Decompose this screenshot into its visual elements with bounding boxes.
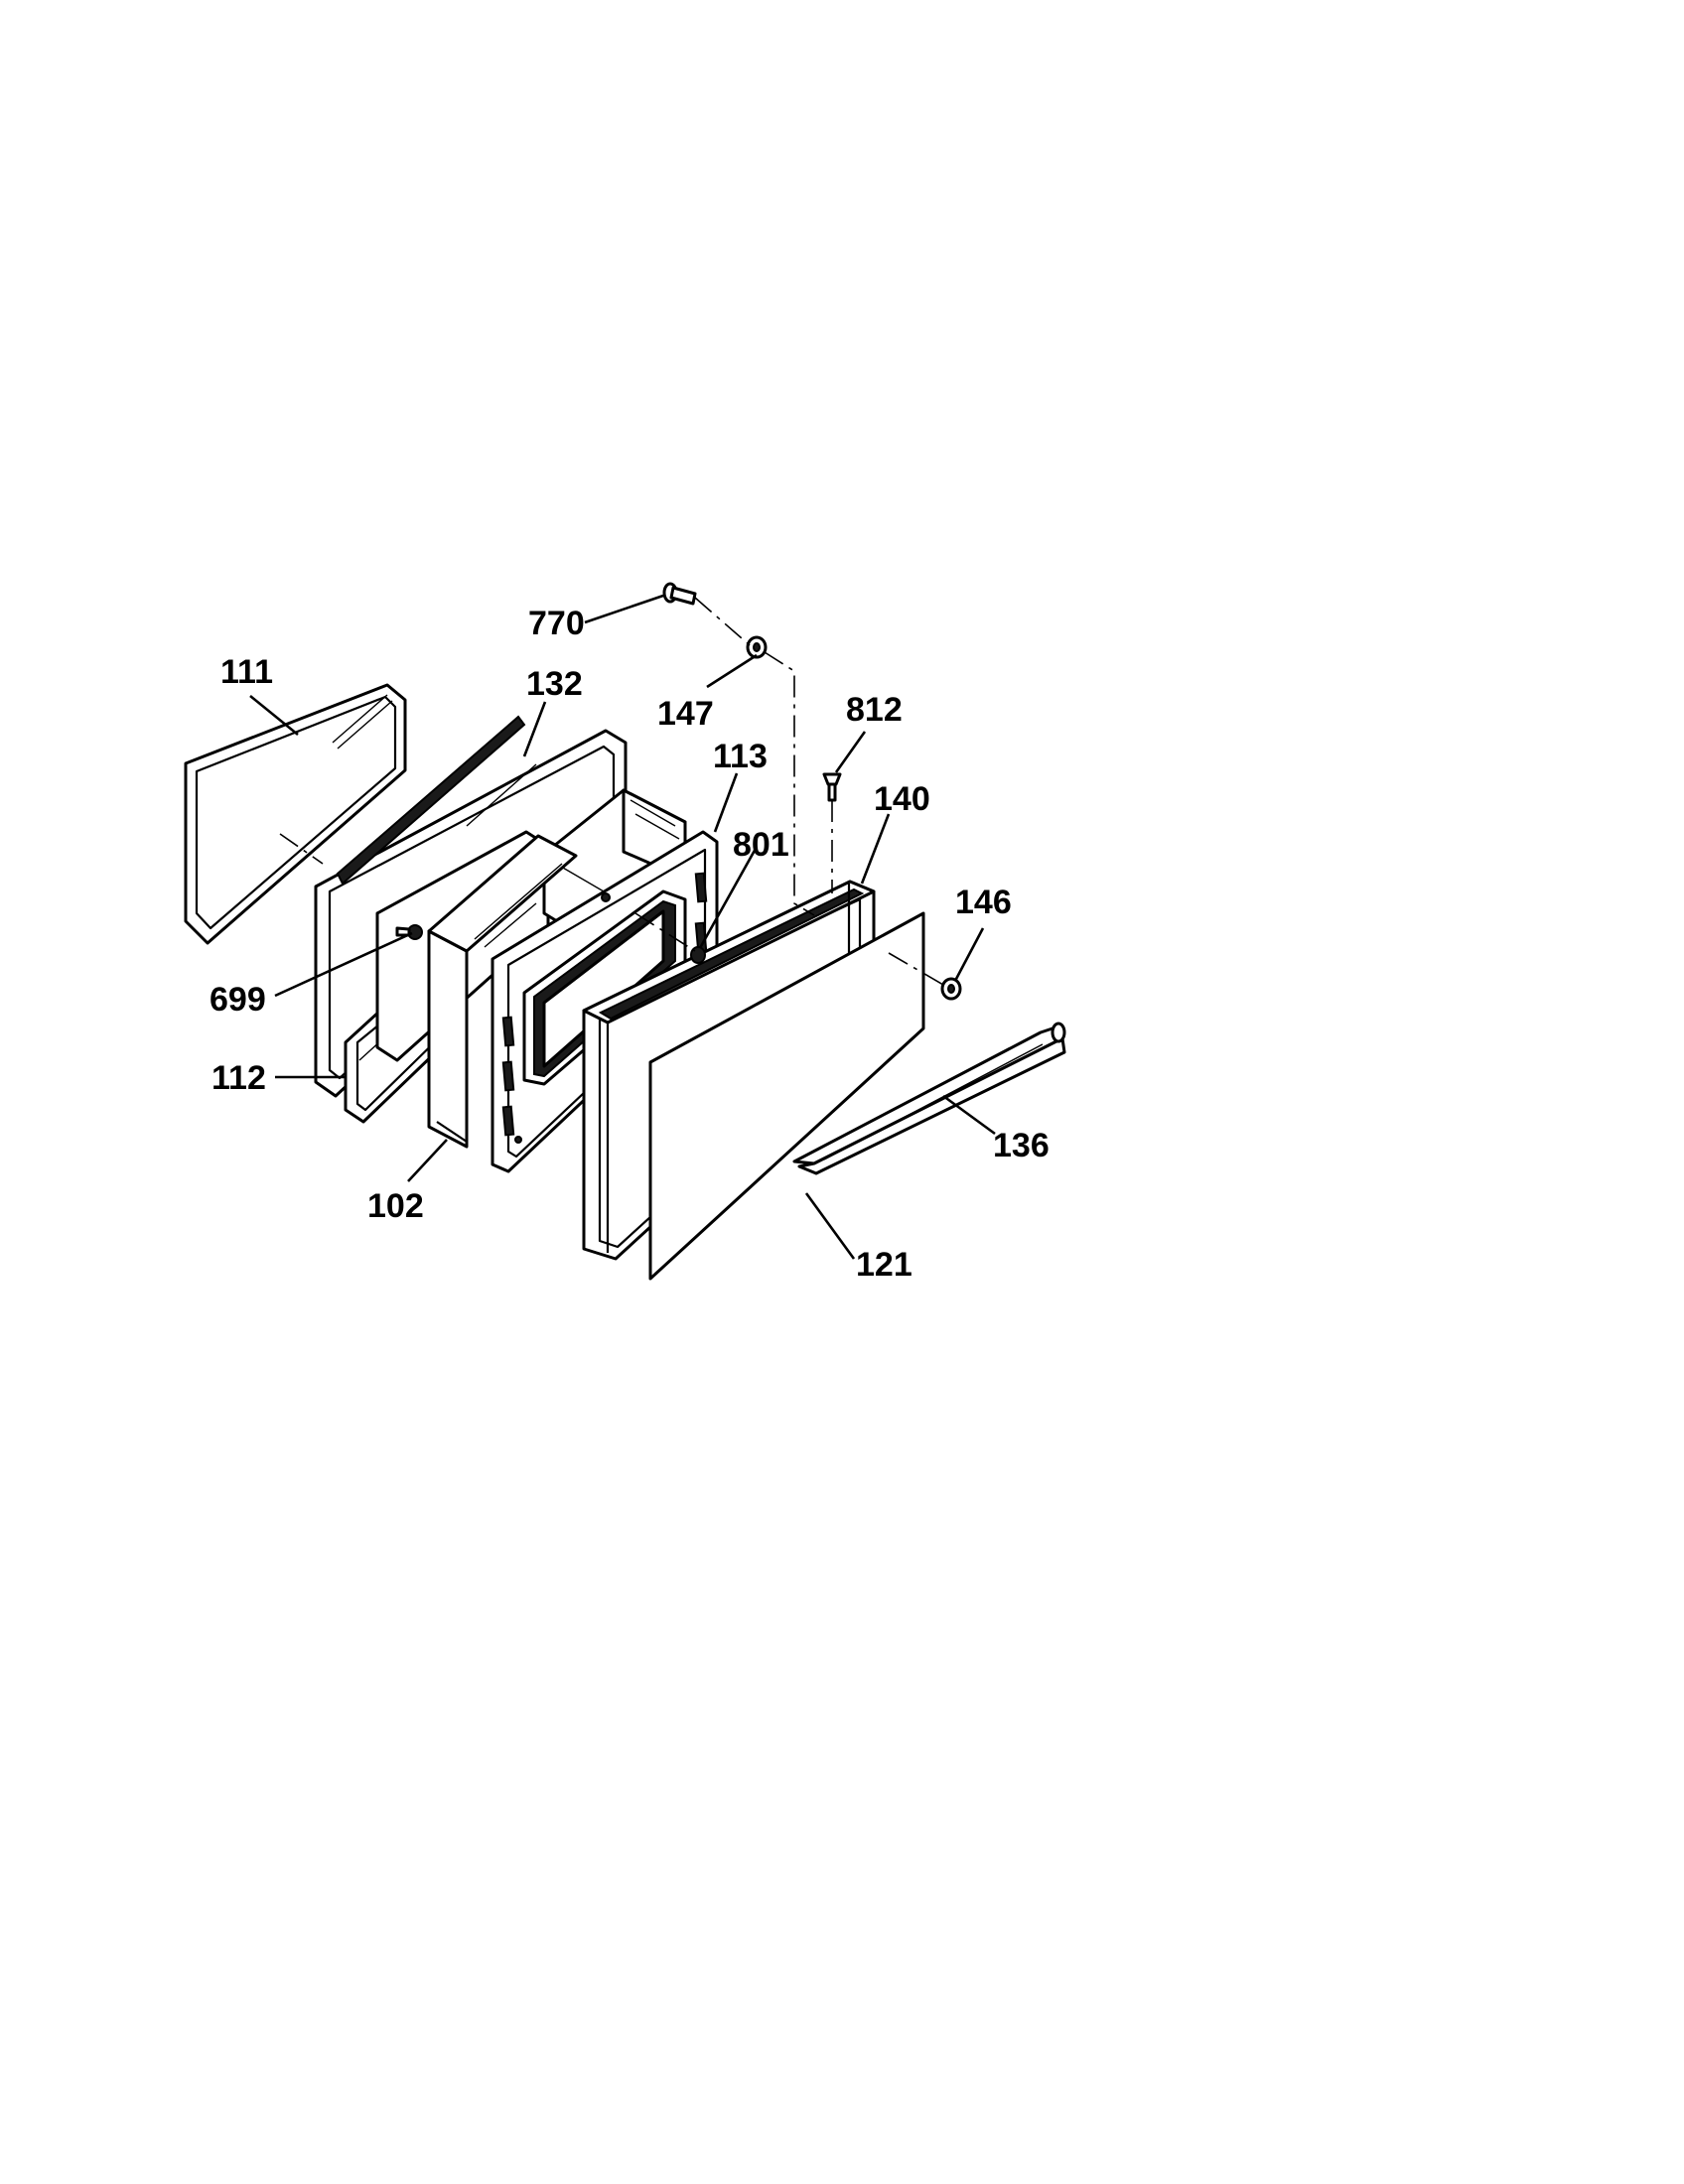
part-146-nut: [940, 977, 962, 1001]
part-812-screw: [822, 772, 842, 802]
part-147-nut: [746, 635, 768, 659]
part-770-screw: [662, 582, 697, 606]
label-147: 147: [657, 695, 714, 733]
label-111: 111: [220, 653, 273, 691]
label-699: 699: [210, 981, 266, 1019]
label-136: 136: [993, 1127, 1050, 1164]
leader-lines: [249, 594, 996, 1260]
assembly-axis-lines: [279, 597, 944, 986]
part-699-screw: [395, 924, 423, 940]
part-801-screw: [690, 946, 706, 964]
label-140: 140: [874, 780, 930, 818]
part-136-handle: [792, 1022, 1066, 1175]
label-132: 132: [526, 665, 583, 703]
label-121: 121: [856, 1246, 912, 1284]
label-102: 102: [367, 1187, 424, 1225]
label-146: 146: [955, 884, 1012, 921]
label-801: 801: [733, 826, 789, 864]
label-812: 812: [846, 691, 903, 729]
part-121-front-glass: [648, 911, 925, 1281]
label-770: 770: [528, 605, 585, 642]
label-112: 112: [211, 1059, 266, 1097]
label-113: 113: [713, 738, 768, 775]
part-111-back-panel: [184, 683, 407, 945]
part-number-labels: 770 147 111 132 812 113 140 801 146 699 …: [210, 605, 1050, 1284]
